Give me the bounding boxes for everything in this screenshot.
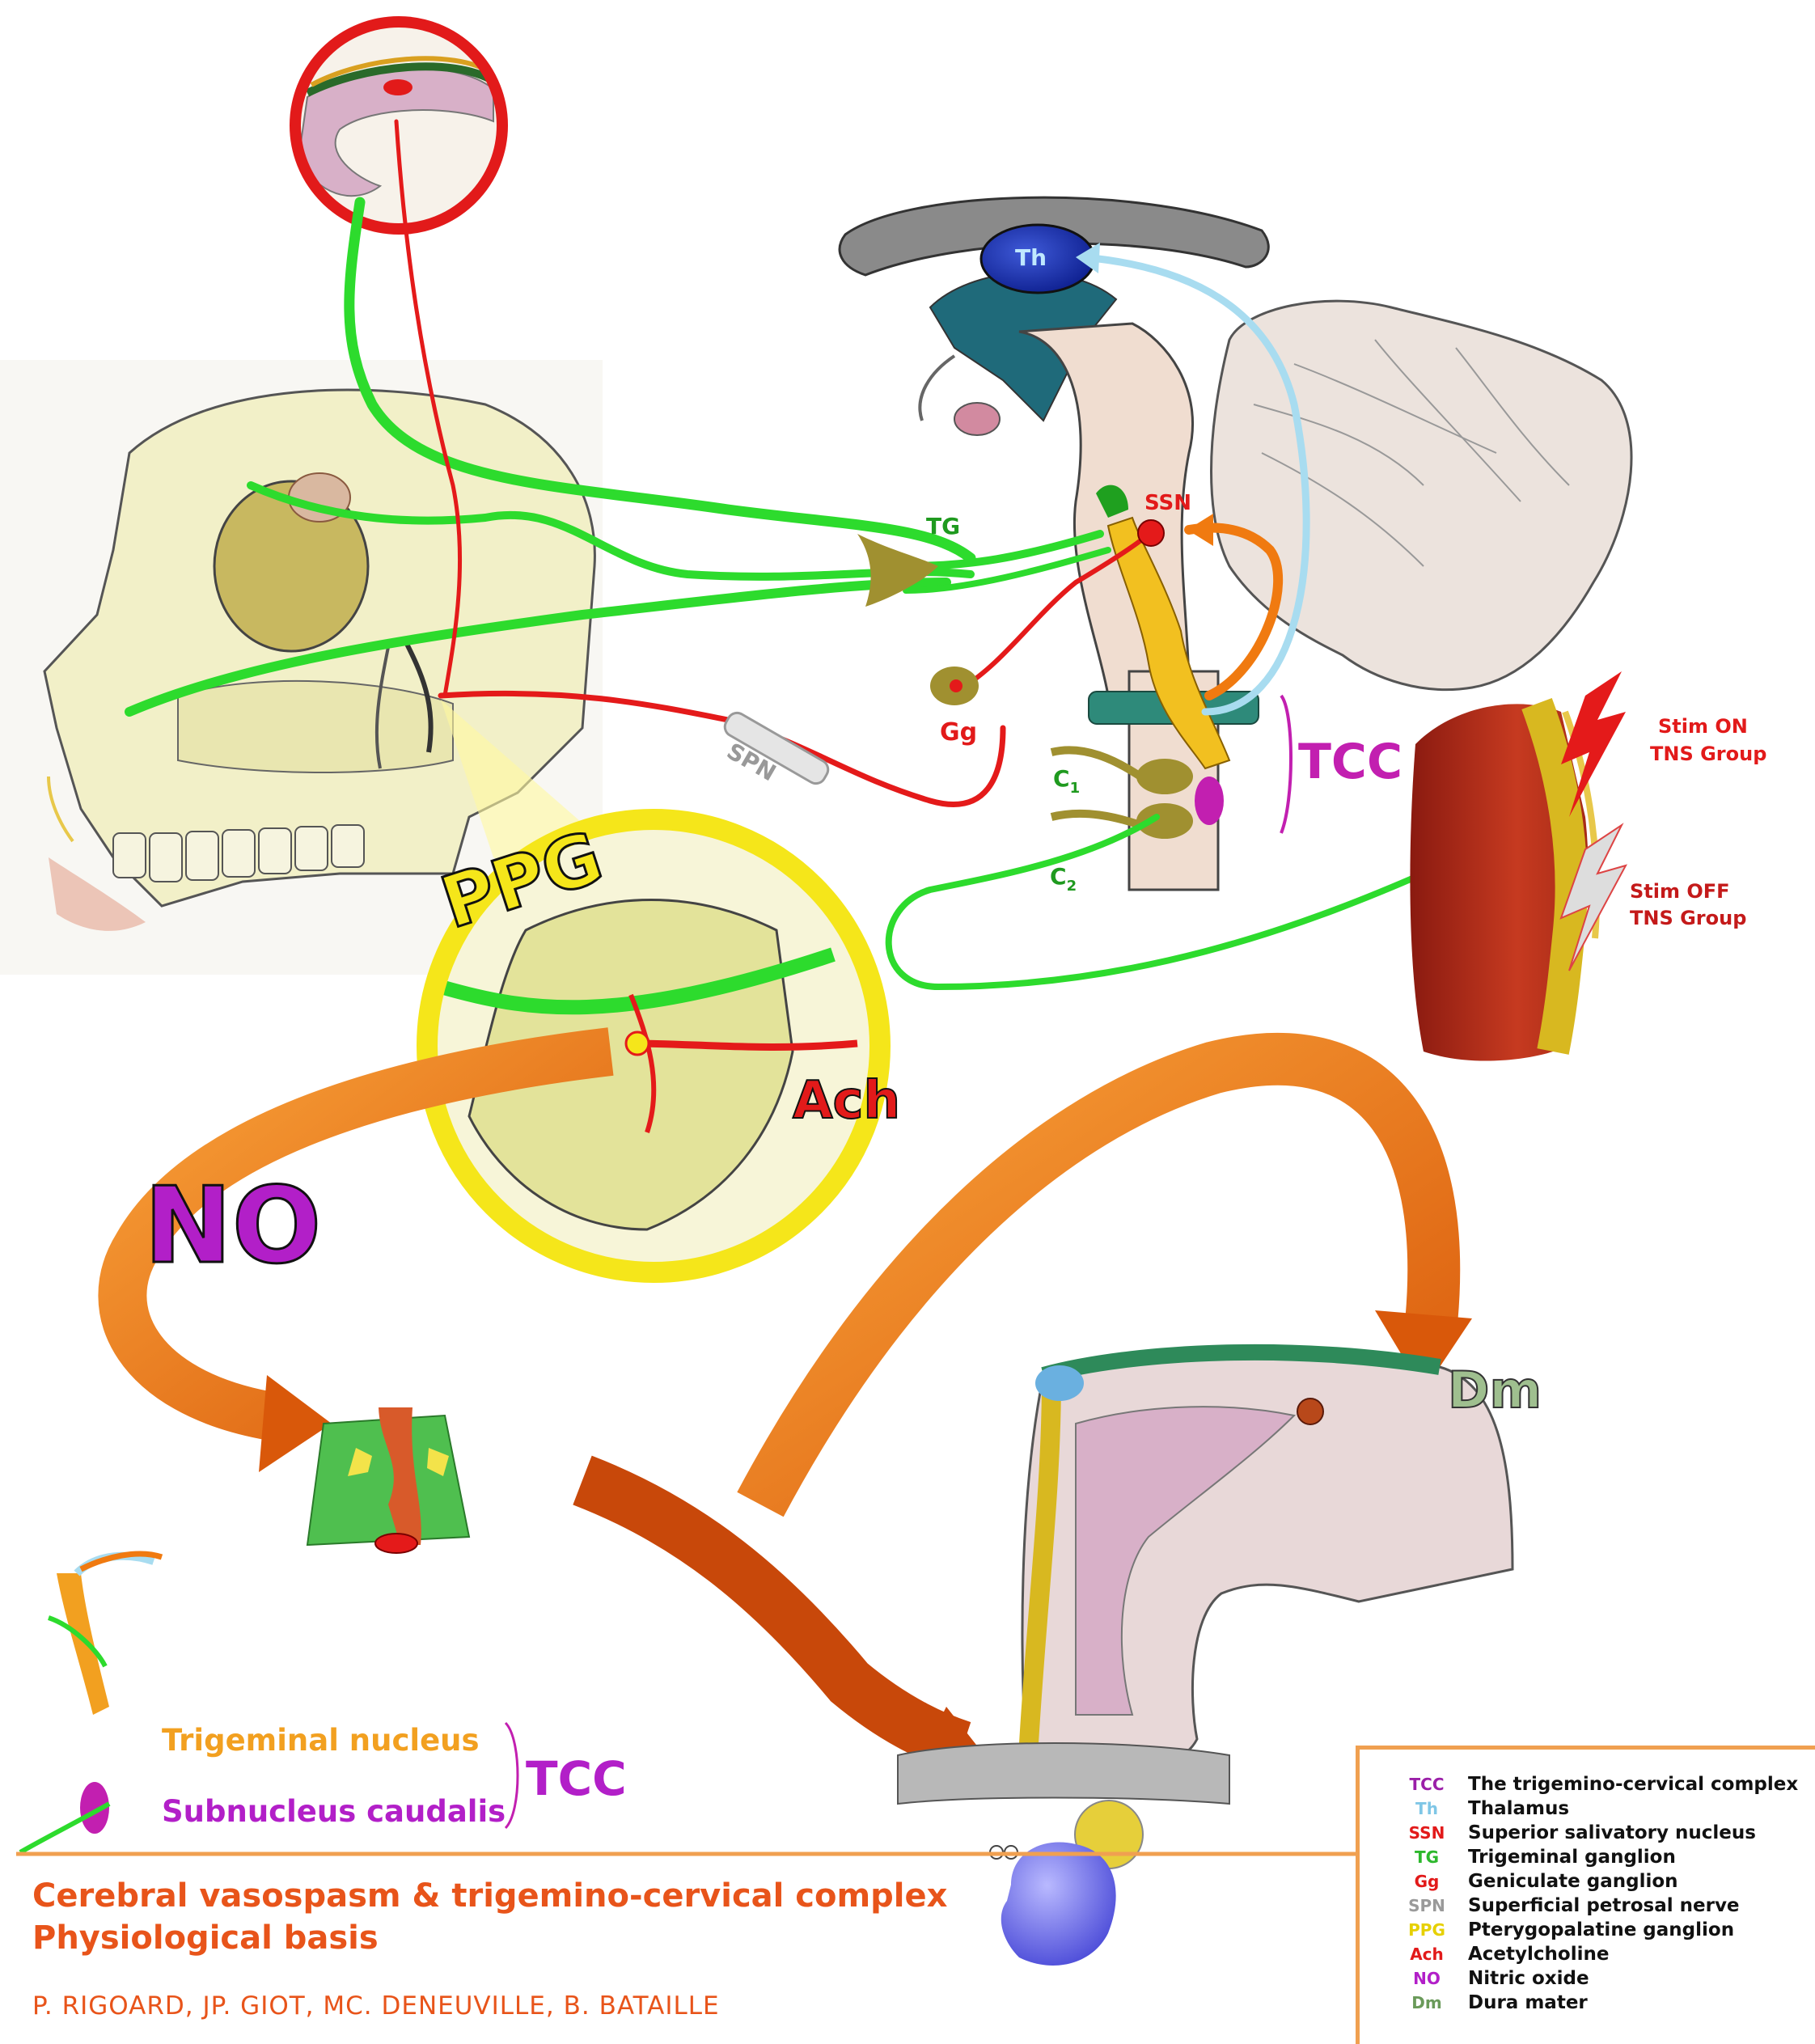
label-c1: C1 [1053,765,1080,797]
legend-abbr-th: Th [1415,1799,1438,1818]
label-dm: Dm [1448,1361,1542,1420]
dura-inset-circle [290,16,508,235]
label-stim-on-2: TNS Group [1650,743,1766,765]
legend-def-spn: Superficial petrosal nerve [1468,1895,1740,1916]
legend-abbr-ach: Ach [1410,1945,1444,1964]
label-ssn: SSN [1144,491,1191,515]
dura-mater-section [897,1344,1514,1966]
brain-sagittal-illustration [838,196,1633,891]
legend-row: Dm Dura mater [1403,1991,1588,2015]
stim-on-bolt-icon [1561,671,1626,817]
tcc-key-tcc: TCC [526,1751,627,1806]
spn-marker [723,711,830,785]
label-c2: C2 [1050,863,1077,895]
geniculate-ganglion-marker [930,667,979,705]
label-ach: Ach [793,1071,900,1131]
tcc-key-bracket [504,1721,519,1830]
tcc-key-nucleus: Trigeminal nucleus [162,1723,480,1758]
legend-row: TG Trigeminal ganglion [1403,1845,1676,1869]
legend-row: SSN Superior salivatory nucleus [1403,1821,1756,1845]
legend-row: NO Nitric oxide [1403,1966,1589,1991]
legend-row: SPN Superficial petrosal nerve [1403,1894,1740,1918]
label-stim-on-1: Stim ON [1658,715,1748,738]
no-arrow-to-vessel [98,1027,614,1472]
legend-def-dm: Dura mater [1468,1992,1588,2013]
vasospasm-vessel [306,1407,471,1554]
label-gg: Gg [940,718,977,747]
legend-abbr-spn: SPN [1408,1896,1445,1915]
trigeminal-ganglion-marker [857,534,938,607]
legend-def-ach: Acetylcholine [1468,1944,1610,1965]
legend-row: Gg Geniculate ganglion [1403,1869,1678,1894]
footer-title: Cerebral vasospasm & trigemino-cervical … [32,1875,1003,1959]
label-stim-off-1: Stim OFF [1630,880,1730,903]
legend-abbr-dm: Dm [1411,1993,1442,2012]
footer-authors: P. RIGOARD, JP. GIOT, MC. DENEUVILLE, B.… [32,1991,720,2021]
legend-panel: TCC The trigemino-cervical complex Th Th… [1356,1746,1815,2044]
footer-title-line2: Physiological basis [32,1919,379,1957]
legend-row: Ach Acetylcholine [1403,1942,1609,1966]
tcc-bracket [1280,694,1292,834]
arrow-to-dura-top [737,1032,1472,1517]
legend-abbr-ssn: SSN [1408,1823,1445,1843]
legend-def-tcc: The trigemino-cervical complex [1468,1774,1799,1795]
stim-off-bolt-icon [1559,823,1628,971]
label-no: NO [144,1164,321,1287]
legend-def-ppg: Pterygopalatine ganglion [1468,1919,1735,1940]
legend-abbr-gg: Gg [1414,1872,1440,1891]
label-tg: TG [926,513,960,540]
legend-row: PPG Pterygopalatine ganglion [1403,1918,1734,1942]
ssn-marker [1137,519,1165,547]
arrow-to-dura-bottom [573,1455,991,1788]
ppg-magnified-circle [417,700,891,1283]
tcc-key-caudalis: Subnucleus caudalis [162,1794,506,1829]
legend-row: TCC The trigemino-cervical complex [1403,1772,1799,1796]
legend-abbr-no: NO [1413,1969,1441,1988]
legend-def-th: Thalamus [1468,1798,1570,1819]
label-stim-off-2: TNS Group [1630,907,1746,929]
legend-abbr-ppg: PPG [1408,1920,1445,1940]
footer-title-line1: Cerebral vasospasm & trigemino-cervical … [32,1877,948,1915]
legend-abbr-tcc: TCC [1409,1775,1445,1794]
legend-def-tg: Trigeminal ganglion [1468,1847,1676,1868]
legend-def-no: Nitric oxide [1468,1968,1589,1989]
legend-row: Th Thalamus [1403,1796,1569,1821]
tcc-key-icon [19,776,163,1855]
label-th: Th [1015,244,1047,271]
label-tcc: TCC [1298,734,1402,790]
legend-def-ssn: Superior salivatory nucleus [1468,1822,1756,1843]
legend-abbr-tg: TG [1414,1847,1440,1867]
legend-def-gg: Geniculate ganglion [1468,1871,1678,1892]
